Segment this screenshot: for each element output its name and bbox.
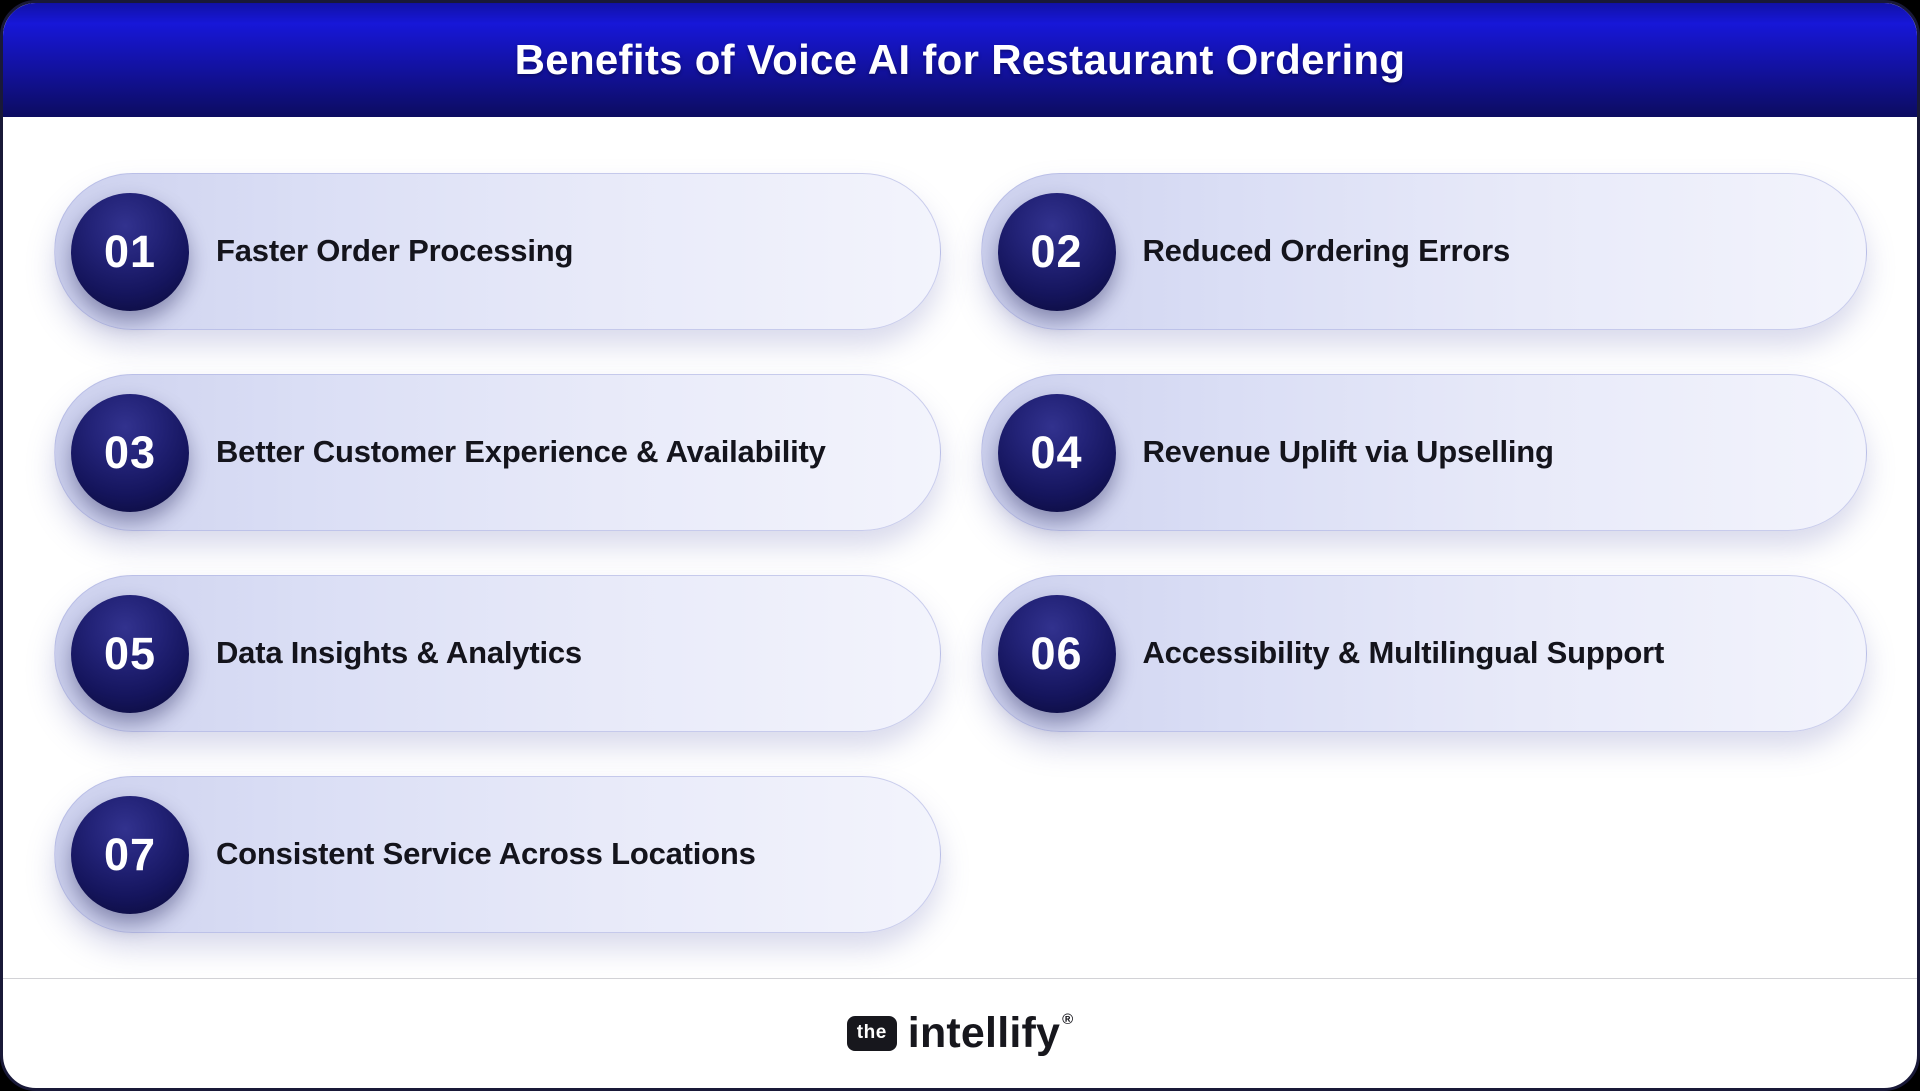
number-badge-02: 02	[997, 192, 1116, 311]
benefit-item-02: 02 Reduced Ordering Errors	[980, 173, 1867, 330]
benefit-item-07: 07 Consistent Service Across Locations	[54, 776, 941, 933]
number-badge-04: 04	[997, 393, 1116, 512]
page-title: Benefits of Voice AI for Restaurant Orde…	[514, 36, 1406, 83]
logo-the-badge: the	[846, 1016, 897, 1051]
benefit-label-03: Better Customer Experience & Availabilit…	[216, 434, 826, 470]
number-badge-07: 07	[71, 795, 189, 914]
brand-logo: the intellify ®	[846, 1009, 1074, 1058]
benefits-grid: 01 Faster Order Processing 02 Reduced Or…	[3, 117, 1917, 978]
registered-trademark-icon: ®	[1062, 1011, 1074, 1028]
benefit-item-06: 06 Accessibility & Multilingual Support	[980, 575, 1867, 732]
benefit-label-02: Reduced Ordering Errors	[1142, 233, 1511, 269]
number-badge-06: 06	[997, 594, 1116, 713]
benefit-item-03: 03 Better Customer Experience & Availabi…	[54, 374, 941, 531]
benefit-label-04: Revenue Uplift via Upselling	[1142, 434, 1554, 470]
number-badge-03: 03	[71, 393, 189, 512]
benefit-label-01: Faster Order Processing	[216, 233, 574, 269]
number-badge-05: 05	[71, 594, 189, 713]
benefit-item-04: 04 Revenue Uplift via Upselling	[980, 374, 1867, 531]
number-badge-01: 01	[71, 192, 189, 311]
benefit-item-01: 01 Faster Order Processing	[54, 173, 941, 330]
footer: the intellify ®	[3, 978, 1917, 1088]
benefit-label-06: Accessibility & Multilingual Support	[1142, 635, 1665, 671]
header-banner: Benefits of Voice AI for Restaurant Orde…	[3, 3, 1917, 117]
benefit-item-05: 05 Data Insights & Analytics	[54, 575, 941, 732]
benefit-label-05: Data Insights & Analytics	[216, 635, 582, 671]
logo-wordmark: intellify	[907, 1009, 1061, 1057]
benefit-label-07: Consistent Service Across Locations	[216, 836, 756, 872]
